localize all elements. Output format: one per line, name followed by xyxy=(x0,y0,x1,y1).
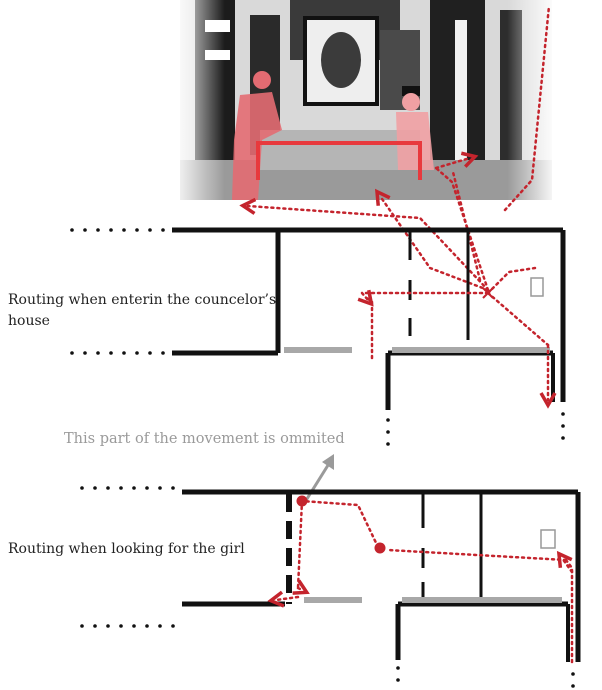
plan-2-interior xyxy=(421,492,483,598)
route-stop-marker xyxy=(296,495,308,507)
plan-entering xyxy=(70,227,566,446)
film-still xyxy=(180,0,552,200)
plan-1-furniture xyxy=(530,277,544,297)
plan-2-outside-dots xyxy=(80,486,575,688)
plan-1-threshold-left xyxy=(284,347,352,353)
plan-1-threshold-right xyxy=(392,347,550,353)
note-pointer-head xyxy=(322,454,334,470)
plan-1-route xyxy=(362,266,548,400)
routing-entering-label: Routing when enterin the councelor’s hou… xyxy=(8,292,277,329)
connecting-routes xyxy=(248,4,551,292)
plan-1-cross-mark xyxy=(482,287,494,299)
plan-2-walls xyxy=(182,489,581,662)
plan-1-interior xyxy=(408,230,470,340)
route-stop-marker xyxy=(374,542,386,554)
plan-looking xyxy=(80,486,581,688)
plan-2-route xyxy=(276,499,574,664)
plan-2-threshold-left xyxy=(304,597,362,603)
routing-looking-label: Routing when looking for the girl xyxy=(8,541,245,557)
plan-2-threshold-right xyxy=(402,597,562,603)
omitted-note-label: This part of the movement is ommited xyxy=(64,431,345,447)
table-highlight xyxy=(256,141,422,180)
note-pointer xyxy=(303,461,332,503)
plan-2-furniture xyxy=(540,529,556,549)
plan-1-outside-dots xyxy=(70,228,565,446)
